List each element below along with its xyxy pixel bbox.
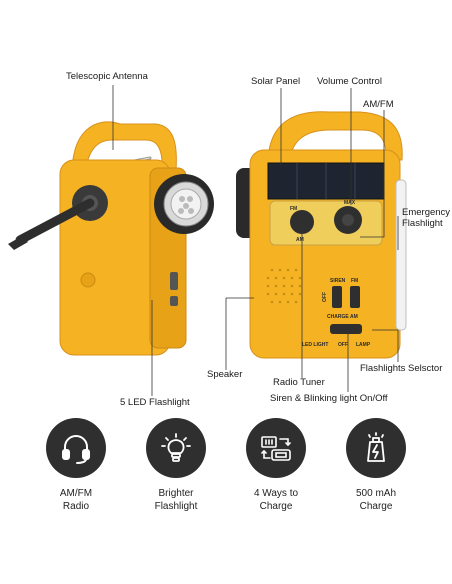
callout-speaker: Speaker xyxy=(207,369,243,380)
callout-emergency-line2: Flashlight xyxy=(402,217,443,229)
callout-led-flashlight: 5 LED Flashlight xyxy=(120,397,190,408)
callout-solar-panel: Solar Panel xyxy=(251,76,301,87)
callout-emergency-line1: Emergency xyxy=(402,207,451,218)
charge-text: CHARGE xyxy=(327,314,349,320)
light-bulb-icon xyxy=(161,433,191,462)
feature-circle xyxy=(246,418,306,478)
callout-emergency-flashlight: Emergency Flashlight xyxy=(402,207,451,230)
callout-volume-control: Volume Control xyxy=(317,76,382,87)
feature-500mah-charge: 500 mAh Charge xyxy=(331,418,421,513)
off-switch-text: OFF xyxy=(322,292,328,302)
feature-line1: 4 Ways to xyxy=(253,488,299,499)
callout-flashlights-selector: Flashlights Selsctor xyxy=(360,363,443,374)
charging-icon xyxy=(261,436,291,461)
feature-line1: Brighter xyxy=(158,488,194,499)
feature-am-fm-radio: AM/FM Radio xyxy=(31,418,121,513)
feature-line1: 500 mAh xyxy=(355,488,397,499)
callout-siren-blinking: Siren & Blinking light On/Off xyxy=(270,393,388,404)
callout-radio-tuner: Radio Tuner xyxy=(273,377,325,388)
feature-brighter-flashlight: Brighter Flashlight xyxy=(131,418,221,513)
feature-line2: Radio xyxy=(62,500,90,512)
feature-circle xyxy=(346,418,406,478)
am-switch-text: AM xyxy=(350,314,358,320)
feature-line2: Charge xyxy=(359,500,393,512)
left-device xyxy=(8,121,214,356)
off2-text: OFF xyxy=(338,342,348,348)
callout-am-fm: AM/FM xyxy=(363,99,394,110)
feature-line2: Charge xyxy=(259,500,293,512)
lamp-text: LAMP xyxy=(356,342,371,348)
feature-circle xyxy=(146,418,206,478)
dial-am-text: AM xyxy=(296,237,304,243)
device-illustration: FM AM MAX SIREN FM OFF CHARGE AM LED LIG… xyxy=(8,85,407,396)
feature-line2: Flashlight xyxy=(154,500,198,512)
dial-fm-text: FM xyxy=(290,206,297,212)
feature-circle xyxy=(46,418,106,478)
right-device xyxy=(236,111,407,359)
headphones-icon xyxy=(62,435,90,464)
led-light-text: LED LIGHT xyxy=(302,342,328,348)
callout-telescopic-antenna: Telescopic Antenna xyxy=(66,71,148,82)
fm-switch-text: FM xyxy=(351,278,358,284)
battery-icon xyxy=(367,432,385,462)
feature-line1: AM/FM xyxy=(59,488,93,499)
feature-4-ways-charge: 4 Ways to Charge xyxy=(231,418,321,513)
siren-switch-text: SIREN xyxy=(330,278,346,284)
dial-max-text: MAX xyxy=(344,200,356,206)
